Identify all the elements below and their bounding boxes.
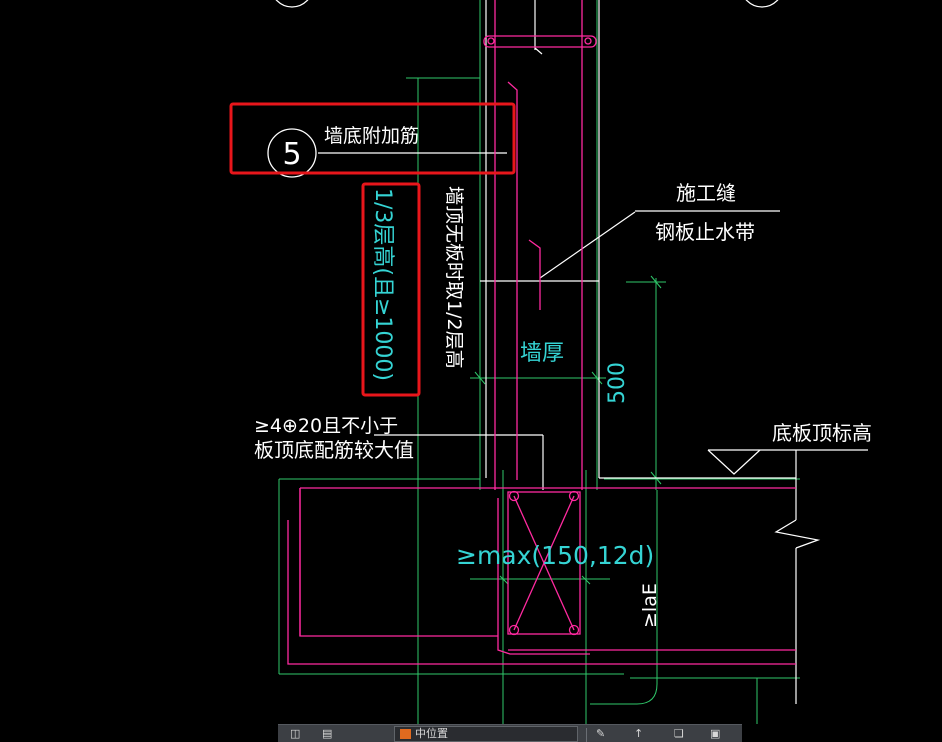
slab-top-elevation-label: 底板顶标高 [772, 421, 872, 445]
color-swatch [400, 729, 411, 739]
dim-500-label: 500 [605, 362, 630, 404]
axis-bubble-right [745, 0, 779, 8]
layers-icon[interactable]: ◫ [290, 727, 301, 740]
highlight-box-wall-bottom-bar [229, 102, 516, 175]
dimension-lines [278, 0, 800, 724]
bar-requirement-line1: ≥4⊕20且不小于 [254, 415, 398, 437]
save-icon[interactable]: ▣ [710, 727, 721, 740]
height-rule-label: 1/3层高(且≥1000) [370, 188, 395, 381]
callout-bubble [267, 128, 317, 178]
wall-thickness-label: 墙厚 [520, 341, 564, 366]
steel-waterstop-label: 钢板止水带 [655, 220, 755, 244]
callout-number: 5 [282, 137, 301, 172]
highlight-box-height-rule [361, 182, 421, 397]
pin-icon[interactable]: ↑ [634, 727, 644, 740]
bottom-toolbar: ◫ ▤ 中位置 ✎ ↑ ❏ ▣ [278, 724, 742, 742]
rebar-lines [287, 0, 796, 665]
cad-drawing: 5 墙底附加筋 施工缝 钢板止水带 墙顶无板时取1/2层高 ≥4⊕20且不小于 … [229, 0, 872, 724]
toolbar-label: ▤ [322, 727, 333, 740]
bar-requirement-line2: 板顶底配筋较大值 [254, 438, 414, 462]
wall-bottom-bar-label: 墙底附加筋 [324, 125, 419, 147]
lae-label: ≥laE [639, 583, 661, 628]
construction-joint-label: 施工缝 [676, 181, 736, 205]
no-slab-rule-label: 墙顶无板时取1/2层高 [443, 186, 465, 369]
spacing-rule-label: ≥max(150,12d) [456, 541, 654, 570]
position-dropdown-value: 中位置 [415, 727, 448, 740]
concrete-outline [318, 0, 868, 704]
edit-icon[interactable]: ✎ [596, 727, 606, 740]
rebar-dots [508, 490, 580, 636]
axis-bubble-left [275, 0, 309, 8]
position-dropdown[interactable]: 中位置 [394, 726, 578, 742]
toolbar-separator [586, 728, 587, 742]
copy-icon[interactable]: ❏ [674, 727, 684, 740]
